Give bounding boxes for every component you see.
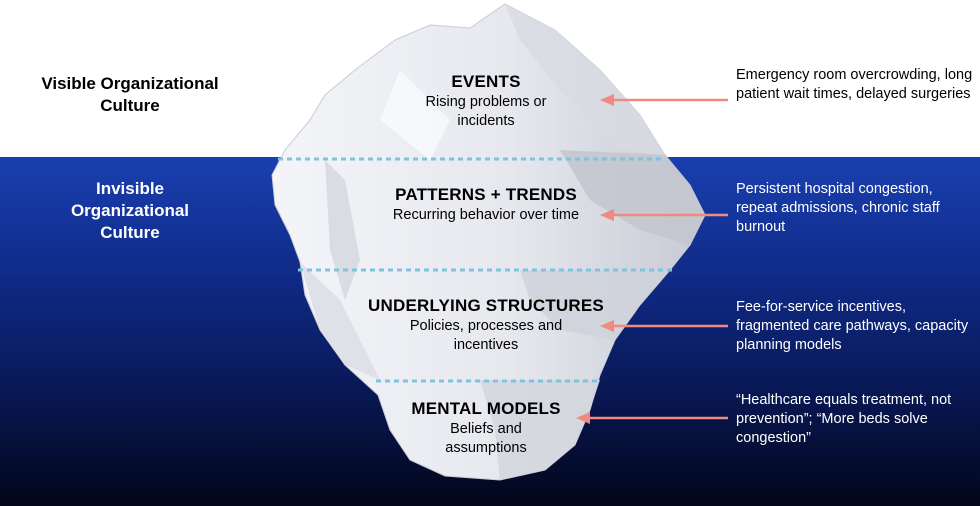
- layer-description: Rising problems or incidents: [425, 94, 547, 129]
- layer-structures: UNDERLYING STRUCTURES Policies, processe…: [336, 295, 636, 355]
- arrow-patterns: [600, 209, 728, 221]
- layer-title: PATTERNS + TRENDS: [395, 185, 577, 204]
- layer-events: EVENTS Rising problems or incidents: [336, 71, 636, 131]
- layer-title: MENTAL MODELS: [411, 399, 561, 418]
- arrow-mental-models: [576, 412, 728, 424]
- example-patterns: Persistent hospital congestion, repeat a…: [736, 181, 940, 235]
- layer-mental-models: MENTAL MODELS Beliefs and assumptions: [336, 398, 636, 458]
- layer-description: Policies, processes and incentives: [409, 318, 563, 353]
- arrow-events: [600, 94, 728, 106]
- invisible-culture-label: Invisible Organizational Culture: [70, 179, 190, 242]
- example-mental-models: “Healthcare equals treatment, not preven…: [736, 392, 952, 446]
- arrow-structures: [600, 320, 728, 332]
- layer-patterns: PATTERNS + TRENDS Recurring behavior ove…: [336, 184, 636, 225]
- layer-title: EVENTS: [451, 72, 521, 91]
- example-events: Emergency room overcrowding, long patien…: [736, 67, 973, 102]
- layer-title: UNDERLYING STRUCTURES: [368, 296, 604, 315]
- visible-culture-label: Visible Organizational Culture: [41, 74, 219, 115]
- example-structures: Fee-for-service incentives, fragmented c…: [736, 299, 969, 353]
- layer-description: Beliefs and assumptions: [445, 421, 527, 456]
- layer-description: Recurring behavior over time: [392, 207, 580, 223]
